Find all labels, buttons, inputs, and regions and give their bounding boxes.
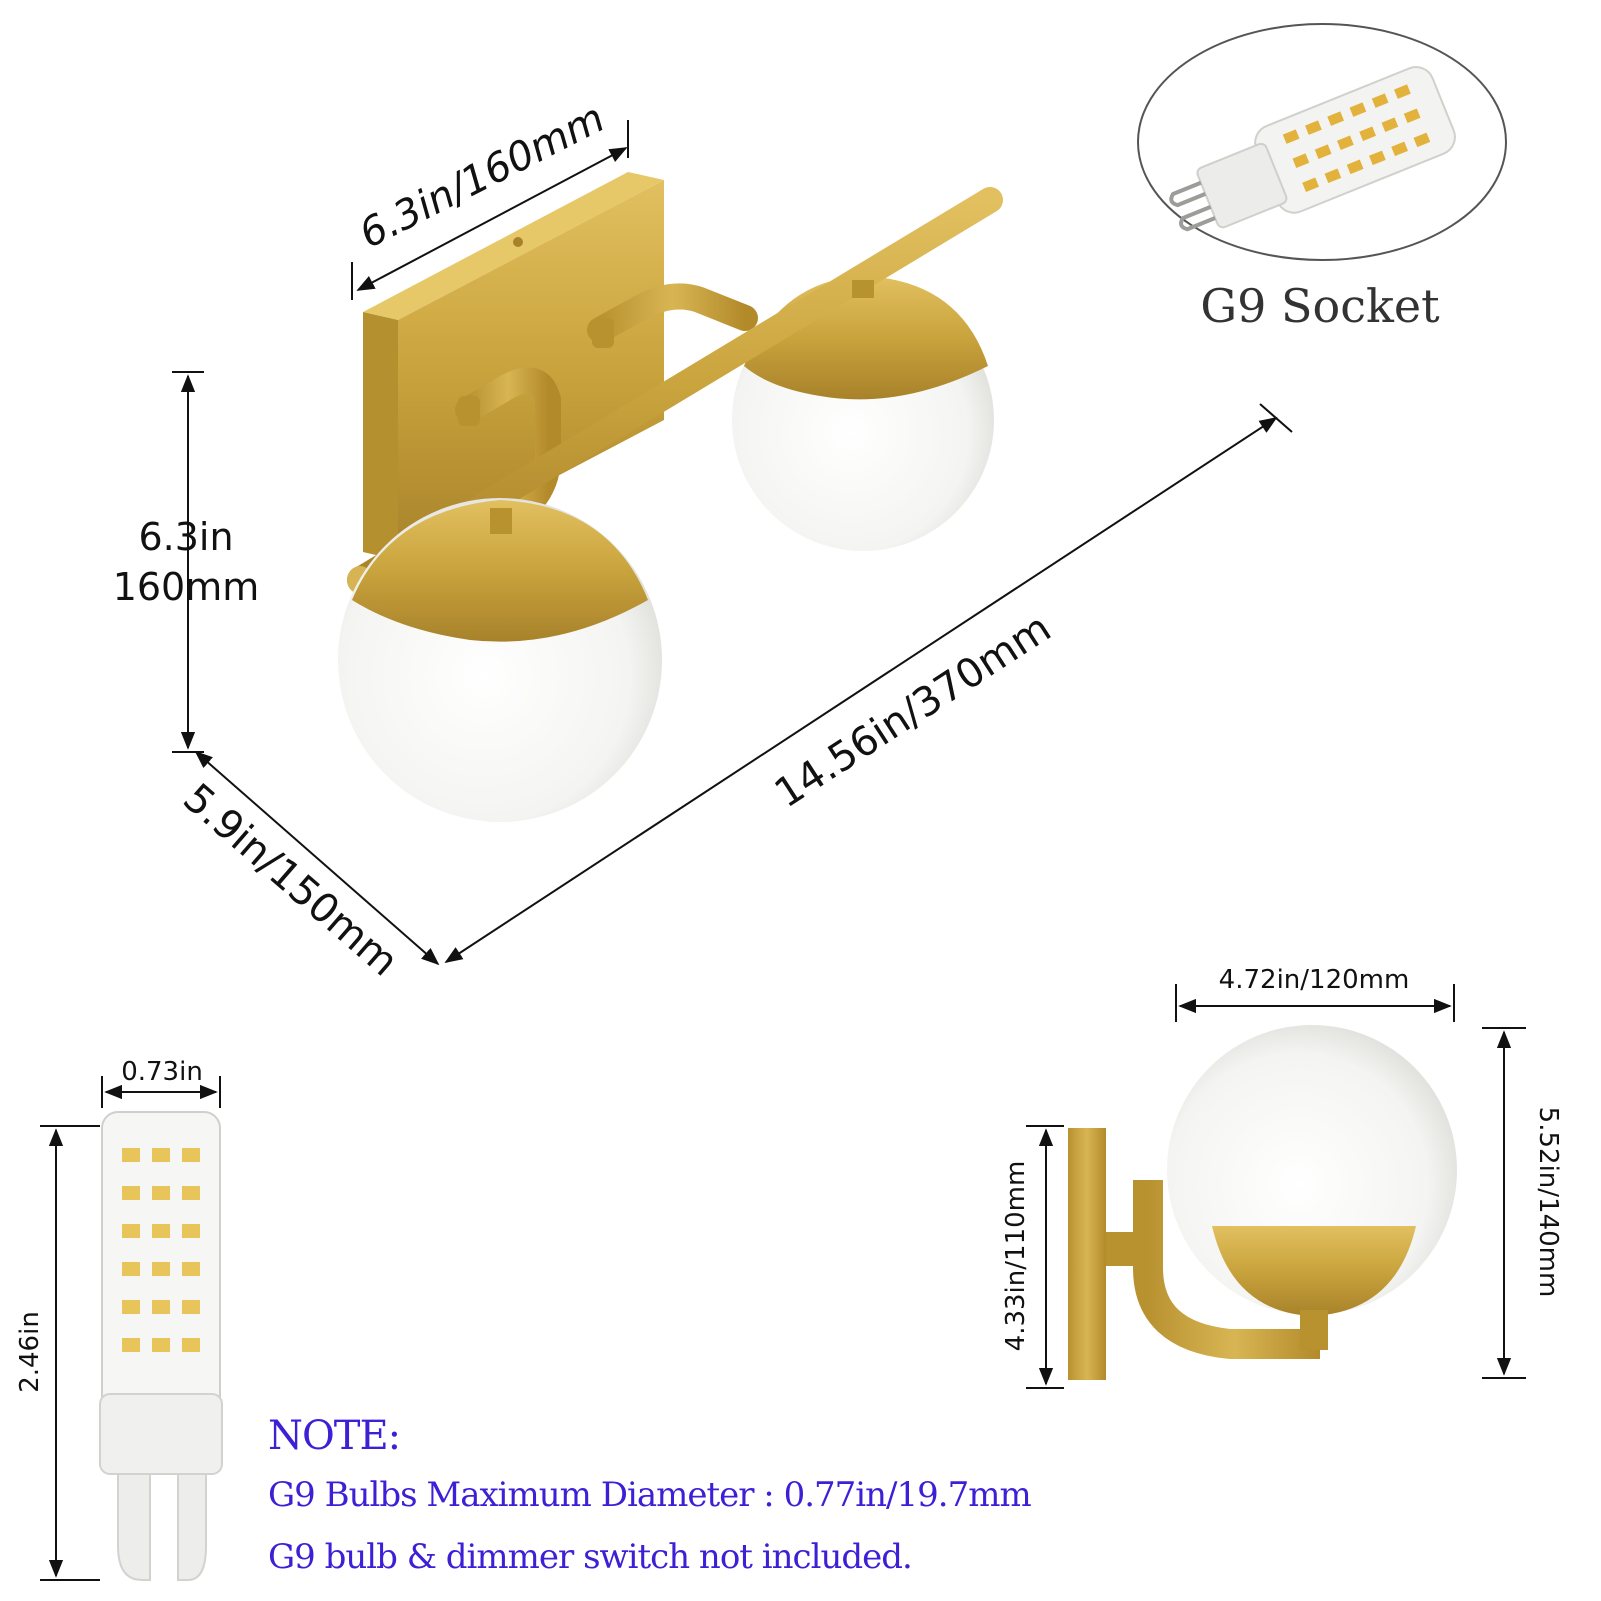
bulb-pins (117, 1473, 207, 1581)
socket-bulb-illustration (1169, 66, 1456, 232)
side-arm-mount (1106, 1232, 1144, 1266)
note-line-not-included: G9 bulb & dimmer switch not included. (268, 1537, 913, 1577)
label-height-in: 6.3in (138, 515, 233, 559)
socket-inset (1137, 23, 1507, 261)
side-globe-cap (1212, 1226, 1416, 1316)
backplate-side (363, 312, 398, 560)
dim-length-tick (1259, 403, 1293, 433)
label-bulb-height: 2.46in (15, 1311, 45, 1393)
label-depth: 5.9in/150mm (174, 775, 406, 985)
side-backplate (1068, 1128, 1106, 1380)
note-title: NOTE: (268, 1413, 401, 1459)
label-side-width: 4.72in/120mm (1219, 965, 1410, 995)
arm-collar-left (458, 396, 480, 426)
label-height-mm: 160mm (113, 565, 260, 609)
globe-stem-left (490, 508, 512, 534)
bulb-base (99, 1393, 223, 1475)
bulb-led-grid (122, 1148, 200, 1352)
note-block: NOTE: G9 Bulbs Maximum Diameter : 0.77in… (268, 1408, 1128, 1588)
g9-bulb (99, 1111, 223, 1581)
socket-label: G9 Socket (1200, 279, 1440, 333)
label-length: 14.56in/370mm (767, 605, 1059, 817)
globe-stem-right (852, 280, 874, 298)
label-side-plate-height: 4.33in/110mm (1001, 1161, 1031, 1352)
side-globe-stem (1300, 1310, 1328, 1350)
dimension-lines-main (172, 120, 1293, 966)
side-arm (1133, 1180, 1320, 1359)
dimension-lines-side (1026, 984, 1526, 1389)
dim-backplate-width-line (356, 147, 628, 291)
dim-depth-line (194, 750, 440, 966)
dimension-lines-bulb (40, 1076, 221, 1581)
arm-right (587, 283, 758, 343)
dim-length-line (444, 417, 1278, 963)
label-side-globe-height: 5.52in/140mm (1533, 1107, 1563, 1298)
arm-collar-right (592, 318, 614, 348)
label-bulb-width: 0.73in (121, 1057, 203, 1087)
note-line-max-diameter: G9 Bulbs Maximum Diameter : 0.77in/19.7m… (268, 1475, 1032, 1515)
side-view (1068, 1025, 1457, 1380)
mounting-screw (513, 237, 523, 247)
